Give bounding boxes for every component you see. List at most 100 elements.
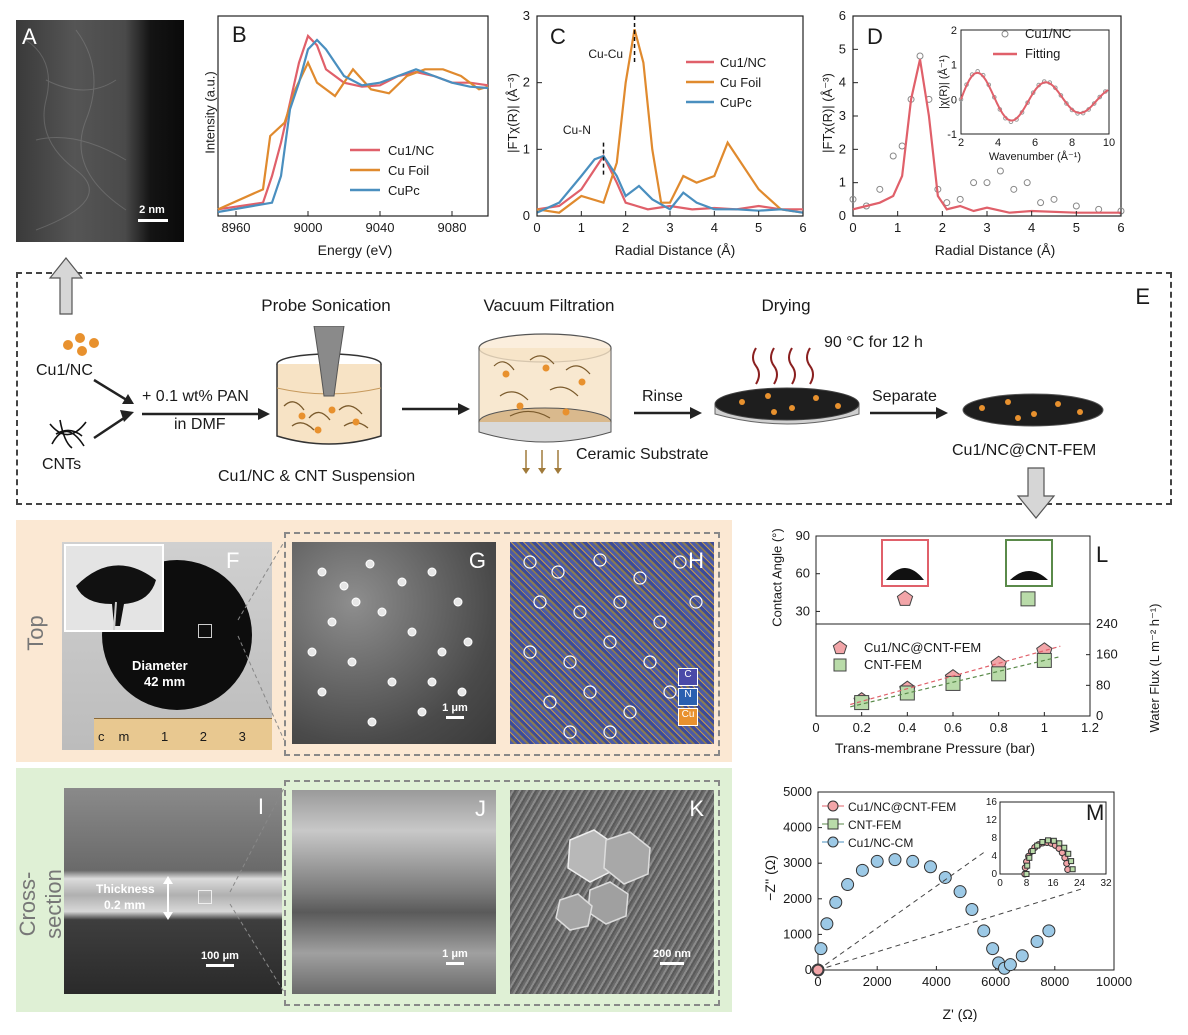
inset-square: [1068, 858, 1075, 865]
x-tick-label: 1: [894, 220, 901, 235]
y-tick-label: 3000: [783, 855, 812, 870]
inset-frame-m: [999, 801, 1107, 875]
droplet-2: [1010, 571, 1048, 580]
eis-point: [841, 878, 855, 892]
panel-l-ylabel-top: Contact Angle (°): [769, 528, 785, 627]
nanoparticle: [463, 637, 473, 647]
eis-point: [953, 885, 967, 899]
inset-square: [1061, 844, 1068, 851]
nanoparticle: [339, 581, 349, 591]
x-tick-label: 5: [1073, 220, 1080, 235]
zoom-box-i: [198, 890, 212, 904]
data-point: [889, 152, 897, 160]
eis-point: [855, 863, 869, 877]
panel-g-frame: [284, 532, 720, 756]
data-point: [849, 195, 857, 203]
arrow-right-icon-2: [402, 403, 470, 415]
eis-point: [977, 924, 991, 938]
inset-photo: [64, 544, 164, 632]
eis-point: [1003, 958, 1017, 972]
drying-membrane-icon: [714, 347, 860, 425]
inset-ylabel: |χ(R)| (Å⁻¹): [937, 55, 950, 109]
inset-point: [1091, 101, 1097, 106]
scalebar-g: [446, 716, 464, 719]
x-tick-label: 4: [711, 220, 718, 235]
zoom-guide-1: [817, 852, 985, 971]
data-point: [1072, 202, 1080, 210]
x-tick-label: 0.6: [944, 720, 962, 735]
legend-l-1: Cu1/NC@CNT-FEM: [864, 640, 982, 655]
series-line-1: [217, 60, 489, 211]
y-tick-label: 30: [796, 603, 810, 618]
inset-x-tick: 8: [1069, 137, 1075, 149]
thickness-line2: 0.2 mm: [104, 898, 146, 912]
cu-site-circle: [563, 725, 577, 739]
data-point: [970, 179, 978, 187]
eds-h-circles: [523, 553, 703, 739]
cu-site-circle: [573, 605, 587, 619]
x-tick-label: 1: [578, 220, 585, 235]
eis-point: [965, 902, 979, 916]
panel-f-photo: Diameter 42 mm cm 1 2 3 4 5 F: [62, 542, 272, 750]
legend-label: Cu1/NC: [1025, 26, 1071, 41]
y-tick-label: 0: [1096, 708, 1103, 723]
panel-label-g: G: [468, 548, 486, 573]
eis-point: [1042, 924, 1056, 938]
x-tick-label: 0.2: [853, 720, 871, 735]
x-tick-label: 0: [533, 220, 540, 235]
cu-site-circle: [523, 555, 537, 569]
nanoparticle: [367, 717, 377, 727]
eis-point: [1030, 935, 1044, 949]
eis-point: [923, 860, 937, 874]
panel-j-sem-image: J 1 μm: [292, 790, 496, 994]
y-tick-label: 3: [839, 108, 846, 123]
x-tick-label: 0.4: [898, 720, 916, 735]
y-tick-label: 5000: [783, 784, 812, 799]
inset-square: [1024, 862, 1031, 869]
inset-y-tick: 12: [986, 815, 998, 826]
panel-label-d: D: [867, 24, 883, 49]
data-point: [916, 52, 924, 60]
ruler: cm 1 2 3 4 5: [94, 718, 272, 750]
nanoparticle: [407, 627, 417, 637]
inset-point: [1097, 94, 1103, 100]
scalebar-j: [446, 962, 464, 965]
nanoparticle: [427, 677, 437, 687]
cnts-label: CNTs: [42, 456, 82, 473]
x-tick-label: 8000: [1040, 974, 1069, 989]
scalebar-g-label: 1 μm: [442, 702, 468, 714]
legend-label: Fitting: [1025, 46, 1060, 61]
pentagon-marker: [896, 590, 914, 606]
panel-l-ylabel-right: Water Flux (L m⁻² h⁻¹): [1147, 603, 1162, 733]
x-tick-label: 0.8: [990, 720, 1008, 735]
inset-square: [1056, 840, 1063, 847]
top-section-label: Top: [23, 615, 48, 651]
x-tick-label: 10000: [1096, 974, 1132, 989]
panel-c-xlabel: Radial Distance (Å): [614, 242, 736, 258]
flexible-membrane-icon: [76, 565, 156, 631]
x-tick-label: 3: [666, 220, 673, 235]
square-marker: [1020, 591, 1036, 607]
x-tick-label: 1.2: [1081, 720, 1099, 735]
cross-section-label: Cross-section: [15, 869, 66, 939]
data-point: [876, 185, 884, 193]
y-tick-label: 90: [796, 528, 810, 543]
eis-point: [829, 895, 843, 909]
y-tick-label: 0: [839, 208, 846, 223]
cu-site-circle: [563, 655, 577, 669]
arrow-down-to-l-icon: [1016, 467, 1056, 519]
cnts-icon: [49, 419, 87, 449]
nanoparticle: [417, 707, 427, 717]
zoom-guide-2: [817, 887, 1085, 971]
panel-m-ylabel: −Z'' (Ω): [762, 855, 778, 901]
panel-e-schematic: E Cu1/NC CNTs + 0.1 wt% PAN in DMF Probe…: [16, 272, 1172, 505]
series-line-1: [536, 29, 804, 214]
eis-point: [1015, 949, 1029, 963]
y-tick-label: 160: [1096, 647, 1118, 662]
product-label: Cu1/NC@CNT-FEM: [952, 442, 1097, 459]
fit-line-1: [850, 645, 1061, 706]
panel-label-c: C: [550, 24, 566, 49]
inset-square: [1065, 850, 1072, 857]
flux-square: [854, 695, 870, 711]
